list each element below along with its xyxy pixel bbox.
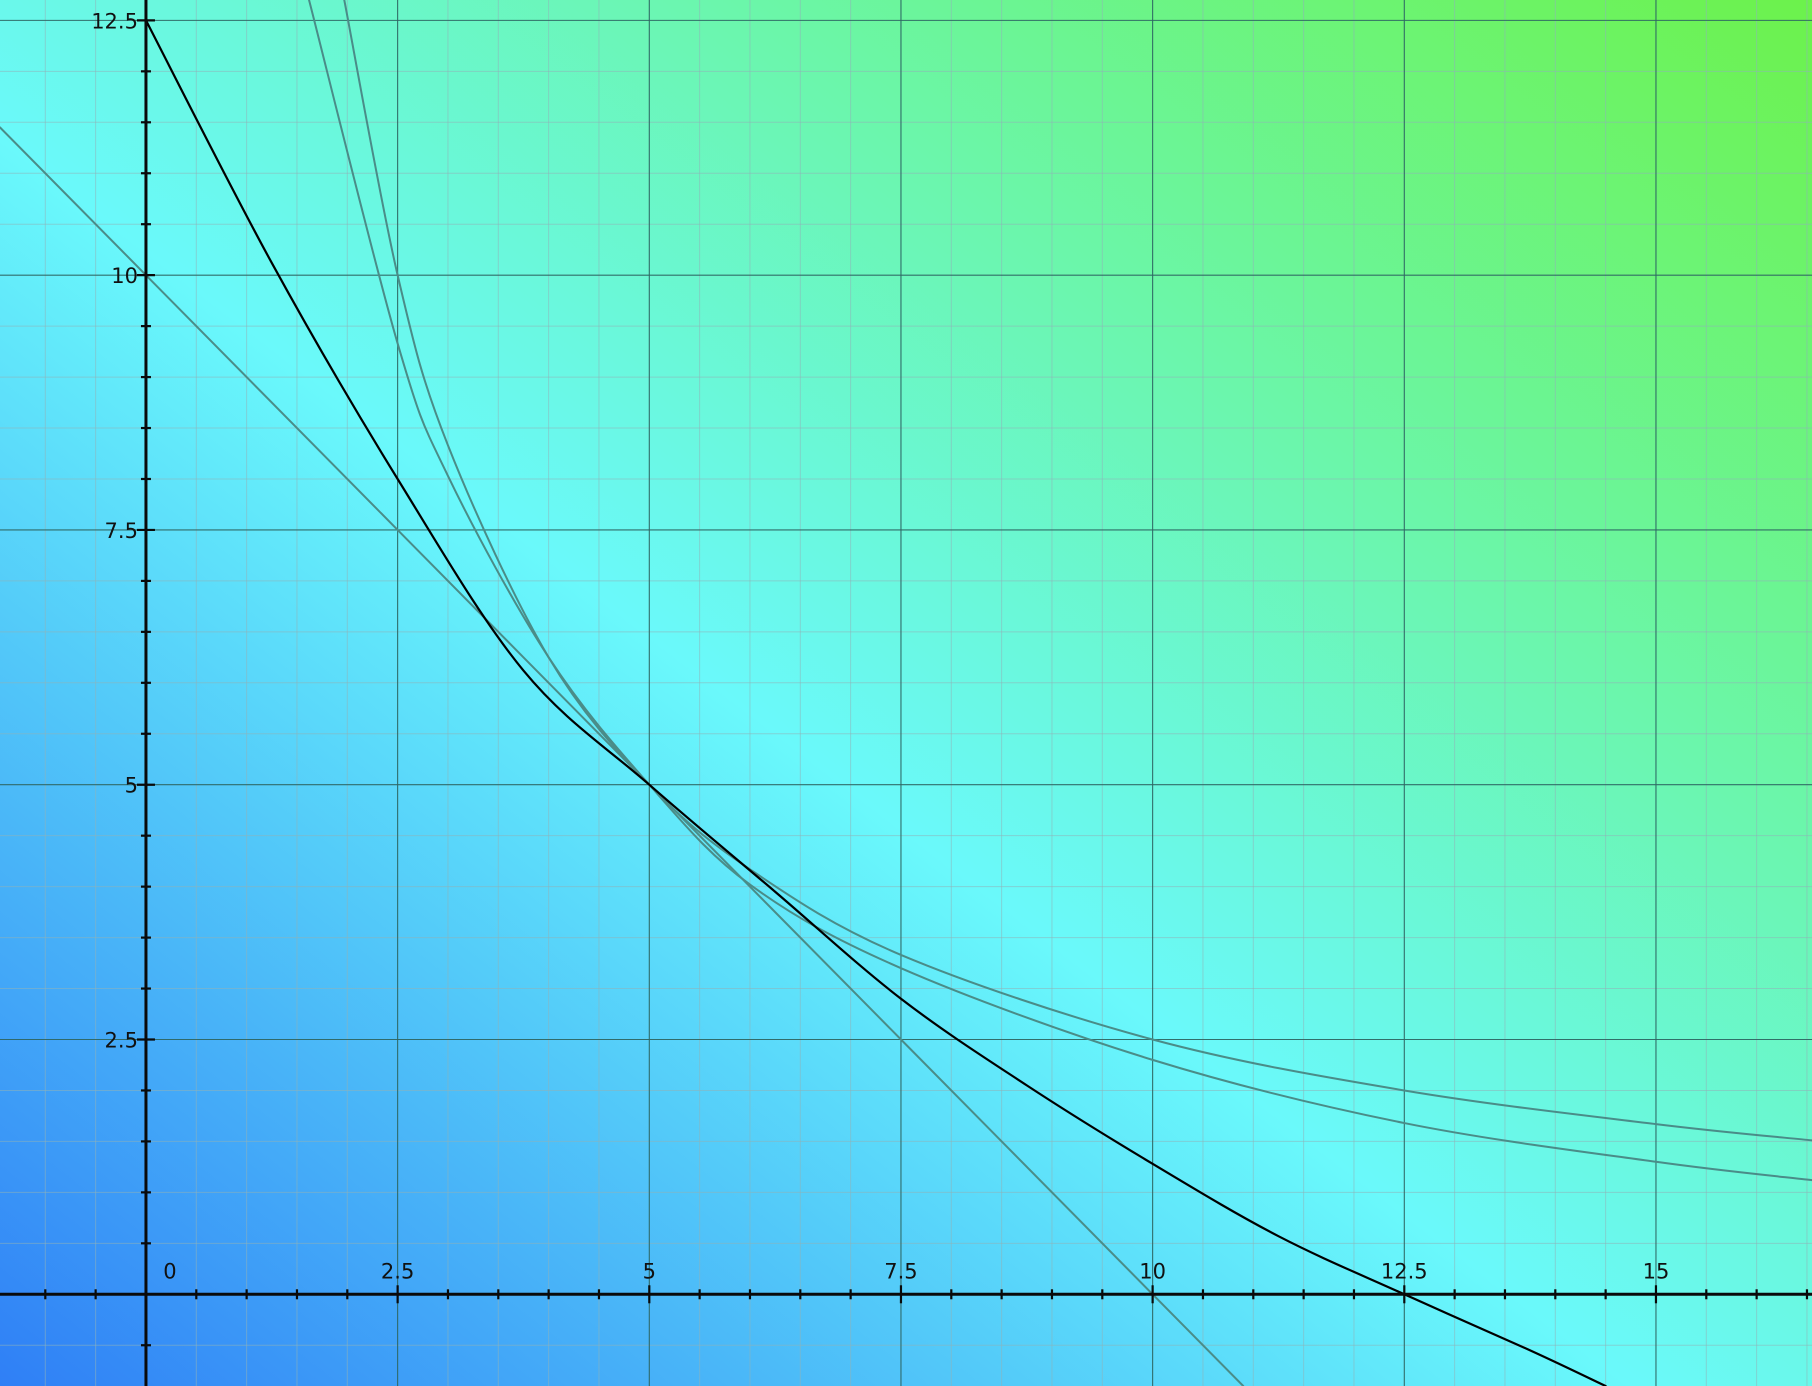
series-line-2 <box>308 0 1812 1182</box>
x-tick-label: 12.5 <box>1381 1259 1428 1283</box>
x-tick-label: 15 <box>1643 1259 1670 1283</box>
y-tick-label: 12.5 <box>91 9 138 33</box>
series-line-3 <box>343 0 1812 1142</box>
y-tick-label: 2.5 <box>105 1029 138 1053</box>
x-tick-label: 5 <box>643 1259 656 1283</box>
tick-marks <box>44 19 1809 1347</box>
x-tick-label: 10 <box>1139 1259 1166 1283</box>
y-tick-label: 7.5 <box>105 519 138 543</box>
y-tick-label: 5 <box>125 774 138 798</box>
x-tick-label: 0 <box>163 1259 176 1283</box>
x-tick-label: 7.5 <box>884 1259 917 1283</box>
y-tick-label: 10 <box>111 264 138 288</box>
x-tick-label: 2.5 <box>381 1259 414 1283</box>
series-line-4 <box>144 19 1607 1386</box>
tick-labels: 0 2.5 5 7.5 10 12.5 15 2.5 5 7.5 10 12.5 <box>91 9 1669 1283</box>
